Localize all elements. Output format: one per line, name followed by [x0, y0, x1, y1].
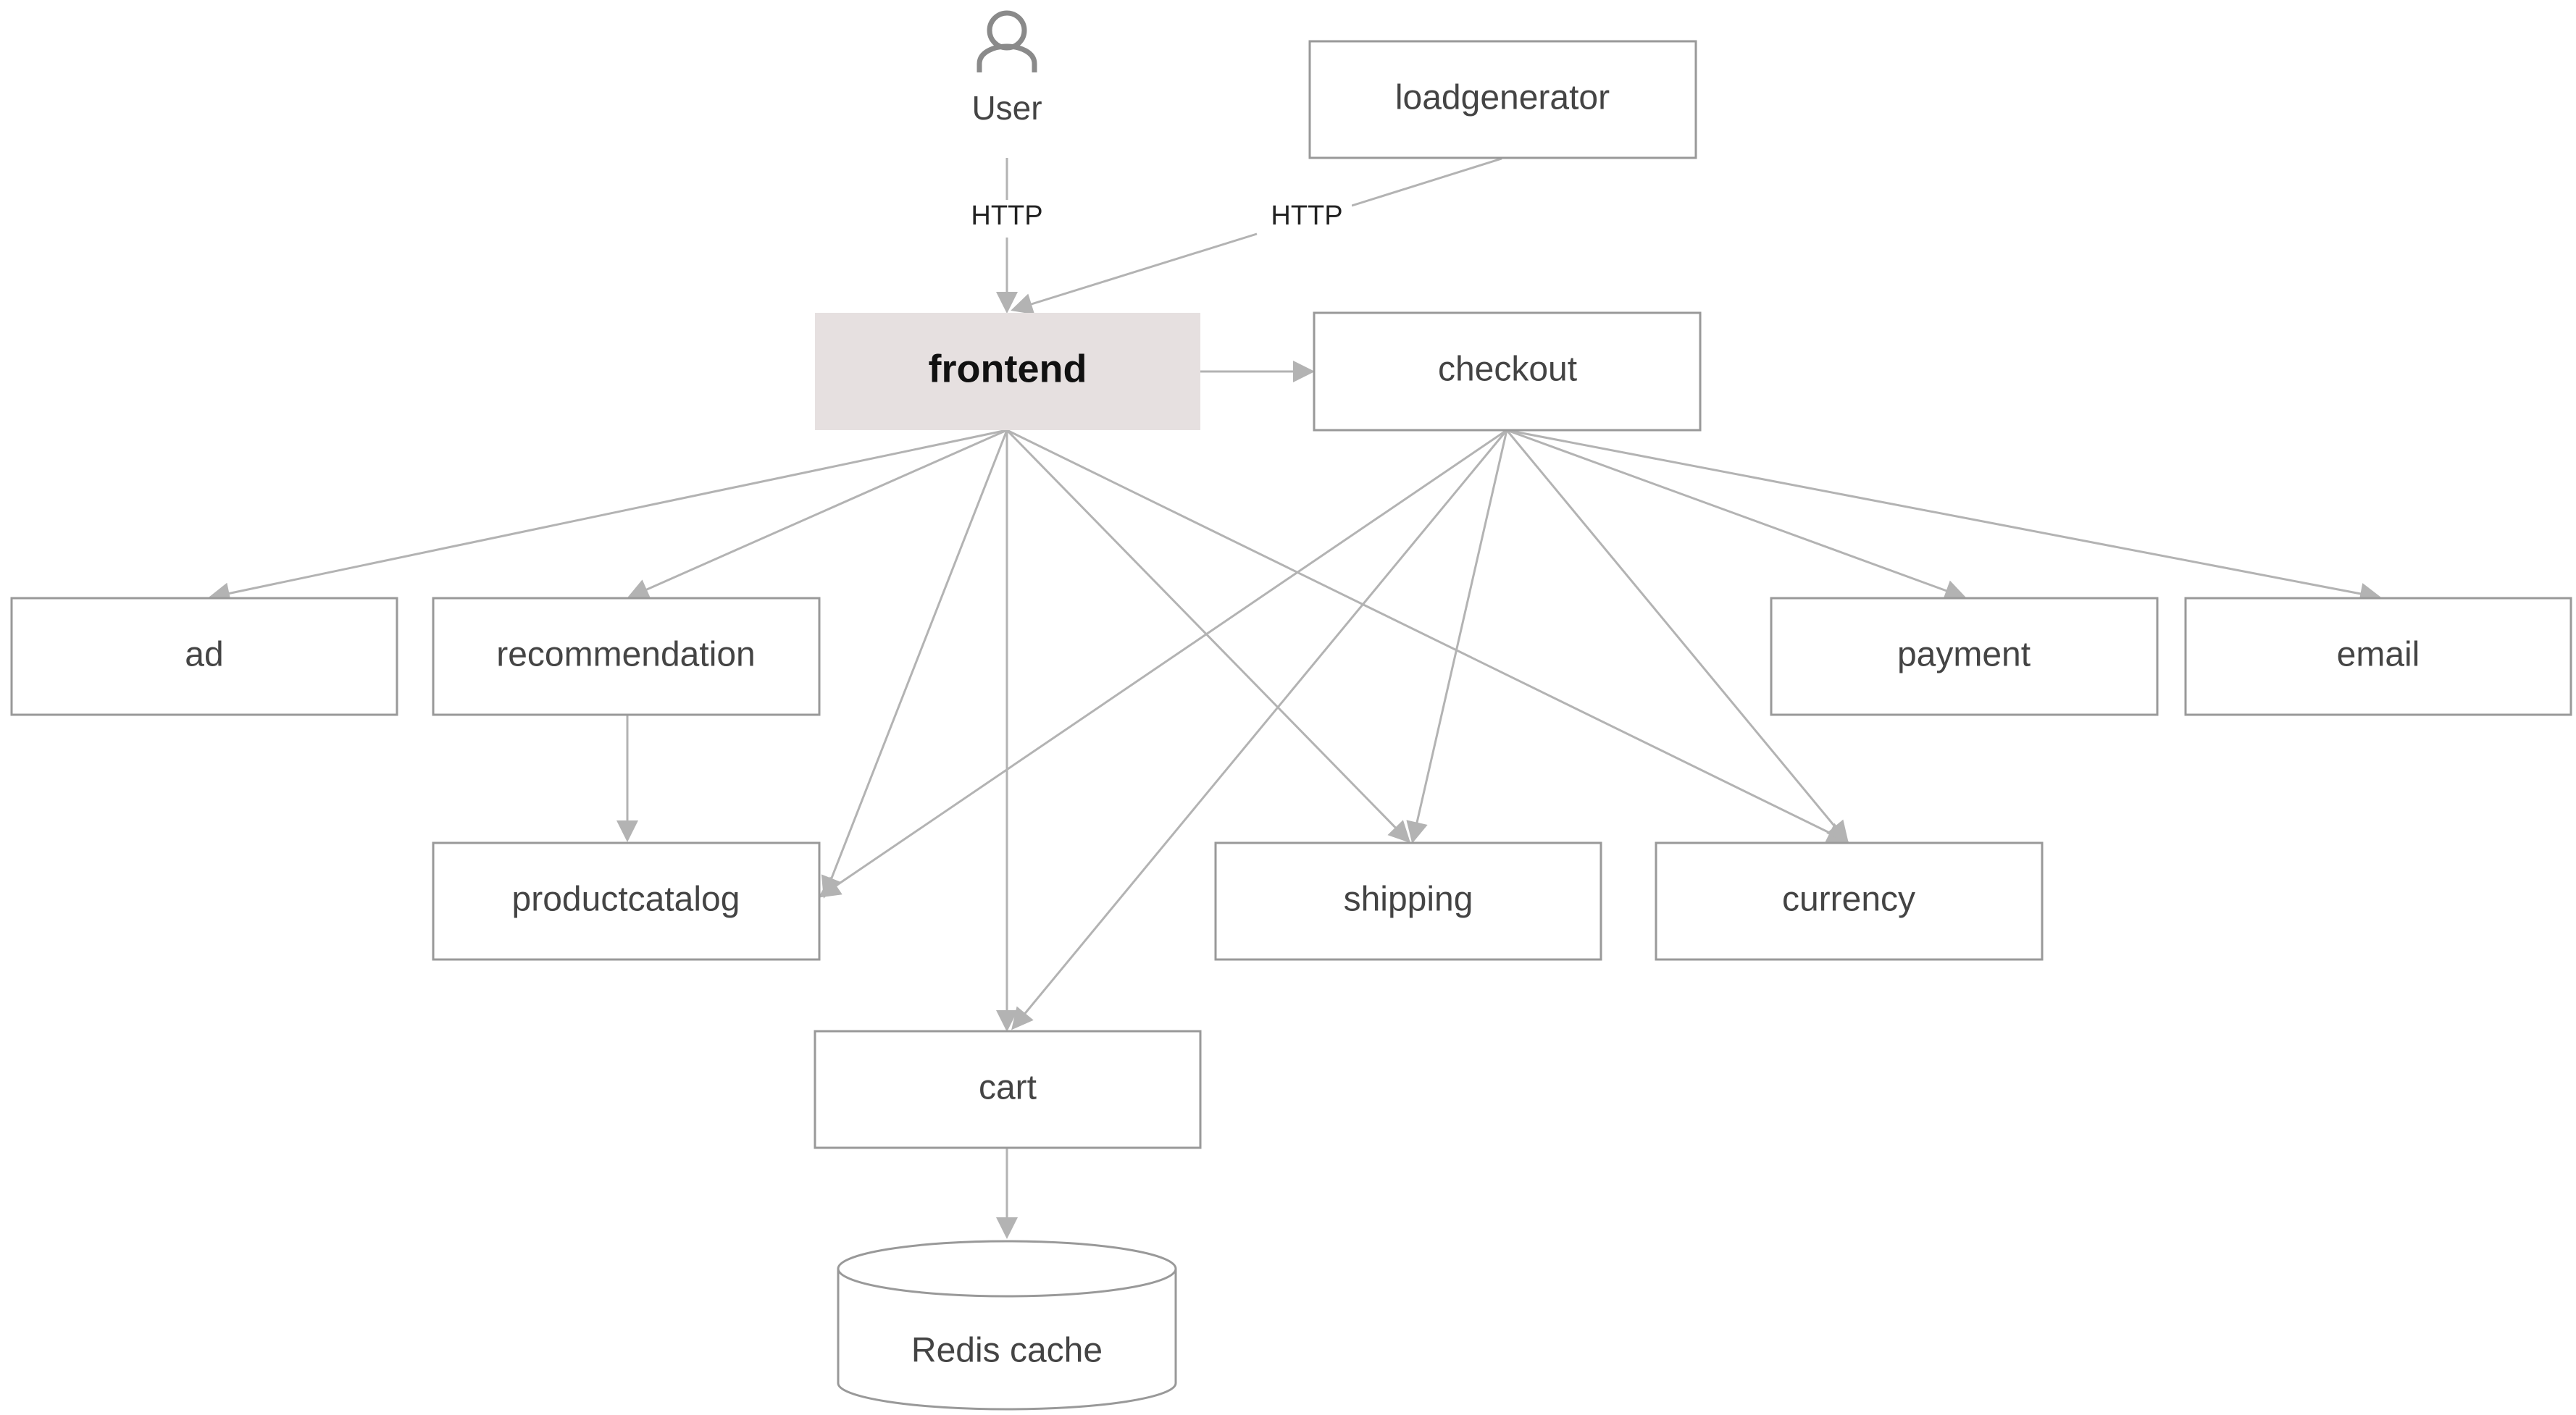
node-recommendation[interactable]: recommendation — [432, 597, 821, 716]
edge-checkout-productcatalog — [818, 429, 1507, 898]
user-label: User — [971, 89, 1042, 127]
node-ad-label: ad — [185, 636, 223, 674]
edge-checkout-cart — [1011, 429, 1508, 1030]
edge-frontend-productcatalog — [821, 429, 1008, 899]
node-productcatalog-label: productcatalog — [512, 881, 740, 919]
node-recommendation-label: recommendation — [496, 636, 756, 674]
node-email[interactable]: email — [2184, 597, 2572, 716]
edge-label-user-http: HTTP — [971, 201, 1042, 231]
node-ad[interactable]: ad — [10, 597, 398, 716]
database-cylinder-icon — [837, 1269, 1177, 1411]
node-email-label: email — [2337, 636, 2420, 674]
node-shipping-label: shipping — [1344, 881, 1473, 919]
edge-checkout-payment — [1506, 429, 1967, 601]
edge-checkout-shipping — [1406, 429, 1508, 844]
edge-loadgenerator-frontend-upper — [1351, 157, 1502, 207]
edge-label-loadgenerator-http: HTTP — [1271, 201, 1342, 231]
edge-frontend-ad — [208, 429, 1008, 605]
node-loadgenerator[interactable]: loadgenerator — [1308, 40, 1697, 159]
user-actor: User — [971, 10, 1042, 127]
node-cart-label: cart — [979, 1069, 1037, 1107]
user-icon — [977, 10, 1037, 72]
node-checkout[interactable]: checkout — [1313, 311, 1702, 432]
edge-checkout-currency — [1505, 429, 1849, 844]
node-checkout-label: checkout — [1438, 350, 1577, 389]
edge-frontend-currency — [1006, 429, 1849, 843]
edge-loadgenerator-frontend — [1011, 232, 1258, 315]
edge-frontend-recommendation — [627, 429, 1008, 600]
node-cart[interactable]: cart — [814, 1030, 1202, 1149]
node-shipping[interactable]: shipping — [1214, 841, 1602, 961]
edge-checkout-email — [1506, 429, 2382, 605]
node-productcatalog[interactable]: productcatalog — [432, 841, 821, 961]
node-payment-label: payment — [1897, 636, 2031, 674]
edge-frontend-shipping — [1005, 429, 1411, 844]
node-frontend-label: frontend — [929, 347, 1087, 390]
node-payment[interactable]: payment — [1770, 597, 2159, 716]
node-redis-cache[interactable]: Redis cache — [837, 1240, 1177, 1411]
node-frontend[interactable]: frontend — [815, 313, 1200, 430]
node-currency[interactable]: currency — [1655, 841, 2044, 961]
node-loadgenerator-label: loadgenerator — [1395, 79, 1610, 117]
node-redis-cache-label: Redis cache — [911, 1332, 1103, 1370]
node-currency-label: currency — [1782, 881, 1915, 919]
